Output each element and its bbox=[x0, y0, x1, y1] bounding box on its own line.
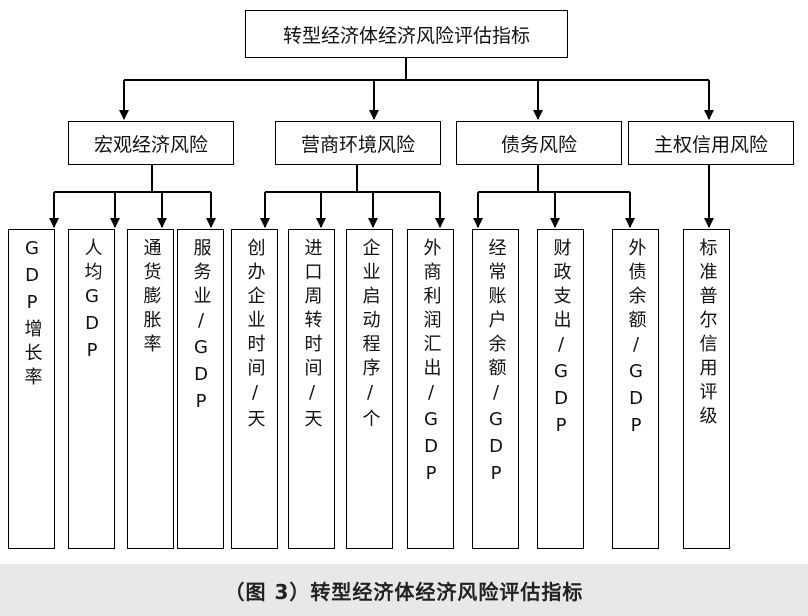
figure-caption: （图 3）转型经济体经济风险评估指标 bbox=[224, 579, 584, 604]
root-node: 转型经济体经济风险评估指标 bbox=[245, 10, 568, 58]
category-node-macroeconomic-risk: 宏观经济风险 bbox=[68, 121, 234, 165]
category-node-sovereign-credit-risk: 主权信用风险 bbox=[628, 121, 794, 165]
root-label: 转型经济体经济风险评估指标 bbox=[282, 24, 530, 47]
category-label: 主权信用风险 bbox=[653, 133, 768, 156]
indicator-label: 进口周转时间/天 bbox=[301, 238, 323, 433]
indicator-node-profit-repatriation-to-gdp: 外商利润汇出/GDP bbox=[407, 229, 454, 549]
indicator-tree-diagram: 转型经济体经济风险评估指标 宏观经济风险 营商环境风险 债务风险 主权信用风险 … bbox=[8, 10, 794, 549]
indicator-label: 创办企业时间/天 bbox=[244, 238, 266, 433]
indicator-node-gdp-per-capita: 人均GDP bbox=[68, 229, 115, 549]
indicator-node-sp-credit-rating: 标准普尔信用评级 bbox=[683, 229, 730, 549]
indicator-node-import-turnaround-days: 进口周转时间/天 bbox=[288, 229, 335, 549]
indicator-node-current-account-to-gdp: 经常账户余额/GDP bbox=[472, 229, 519, 549]
indicator-label: 服务业/GDP bbox=[190, 238, 212, 418]
category-node-business-environment-risk: 营商环境风险 bbox=[275, 121, 441, 165]
indicator-node-inflation-rate: 通货膨胀率 bbox=[127, 229, 174, 549]
indicator-node-fiscal-spending-to-gdp: 财政支出/GDP bbox=[537, 229, 584, 549]
category-node-debt-risk: 债务风险 bbox=[456, 121, 622, 165]
indicator-label: 经常账户余额/GDP bbox=[485, 238, 507, 490]
indicator-node-gdp-growth-rate: GDP增长率 bbox=[8, 229, 55, 549]
indicator-label: GDP增长率 bbox=[21, 238, 43, 391]
indicator-label: 通货膨胀率 bbox=[140, 238, 162, 358]
indicator-node-business-startup-days: 创办企业时间/天 bbox=[231, 229, 278, 549]
connector-lines bbox=[49, 58, 714, 228]
indicator-label: 人均GDP bbox=[81, 238, 103, 367]
indicator-node-startup-procedures: 企业启动程序/个 bbox=[346, 229, 393, 549]
indicator-label: 外商利润汇出/GDP bbox=[420, 238, 442, 490]
caption-bar: （图 3）转型经济体经济风险评估指标 bbox=[0, 564, 808, 616]
indicator-label: 外债余额/GDP bbox=[625, 238, 647, 442]
category-label: 宏观经济风险 bbox=[93, 133, 208, 156]
category-label: 债务风险 bbox=[500, 133, 577, 156]
indicator-label: 标准普尔信用评级 bbox=[696, 238, 718, 430]
indicator-node-services-to-gdp: 服务业/GDP bbox=[177, 229, 224, 549]
indicator-label: 企业启动程序/个 bbox=[359, 238, 381, 433]
indicator-node-external-debt-to-gdp: 外债余额/GDP bbox=[612, 229, 659, 549]
category-label: 营商环境风险 bbox=[300, 133, 415, 156]
indicator-label: 财政支出/GDP bbox=[550, 238, 572, 442]
